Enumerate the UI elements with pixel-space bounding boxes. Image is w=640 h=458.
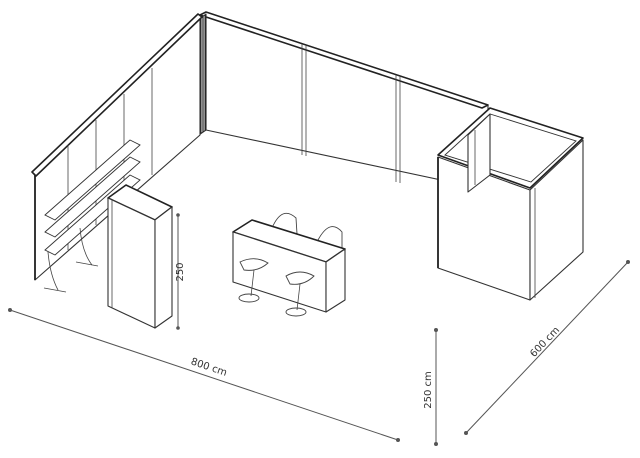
display-tower: [107, 184, 173, 329]
tower-height-dimension: 250: [175, 213, 186, 330]
depth-label: 600 cm: [528, 325, 562, 360]
height-label: 250 cm: [423, 371, 434, 409]
back-wall: [199, 11, 489, 191]
counter-with-stools: [232, 212, 346, 317]
width-label: 800 cm: [189, 356, 228, 378]
width-dimension: 800 cm: [8, 308, 400, 442]
height-dimension: 250 cm: [423, 328, 438, 446]
storage-room: [437, 107, 584, 301]
tower-height-label: 250: [175, 262, 186, 281]
